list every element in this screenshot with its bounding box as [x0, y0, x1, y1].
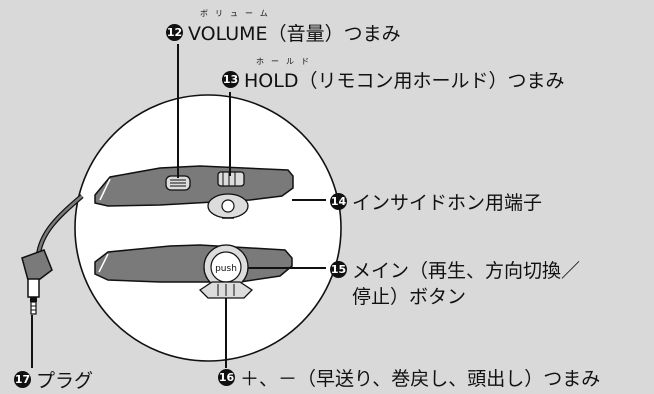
callout-15-text: メイン（再生、方向切換／	[352, 260, 581, 282]
callout-14-number: 14	[330, 193, 347, 210]
callout-14: 14 インサイドホン用端子	[330, 188, 542, 215]
push-button-label: push	[215, 264, 237, 274]
leader-lines	[31, 44, 326, 368]
callout-13-ruby: ホールド	[256, 57, 316, 66]
callout-12-text: VOLUME（音量）つまみ	[188, 23, 401, 45]
callout-12: 12 VOLUME（音量）つまみ	[166, 19, 401, 46]
callout-15: 15 メイン（再生、方向切換／	[330, 256, 580, 283]
callout-16-text: ＋、－（早送り、巻戻し、頭出し）つまみ	[240, 368, 601, 390]
callout-14-text: インサイドホン用端子	[352, 192, 543, 214]
callout-16: 16 ＋、－（早送り、巻戻し、頭出し）つまみ	[218, 364, 600, 391]
remote-top-view	[94, 165, 294, 219]
callout-13: 13 HOLD（リモコン用ホールド）つまみ	[222, 66, 564, 93]
callout-17-number: 17	[14, 371, 31, 388]
callout-17-text: プラグ	[36, 370, 94, 392]
callout-12-ruby: ボリューム	[200, 9, 275, 18]
callout-15-number: 15	[330, 261, 347, 278]
callout-13-text: HOLD（リモコン用ホールド）つまみ	[244, 70, 565, 92]
callout-16-number: 16	[218, 369, 235, 386]
callout-13-number: 13	[222, 71, 239, 88]
callout-12-number: 12	[166, 24, 183, 41]
remote-bottom-view: push	[94, 244, 293, 299]
callout-15-text-line2: 停止）ボタン	[352, 286, 467, 308]
detail-circle	[74, 94, 342, 362]
plug	[21, 249, 53, 315]
callout-17: 17 プラグ	[14, 366, 93, 393]
